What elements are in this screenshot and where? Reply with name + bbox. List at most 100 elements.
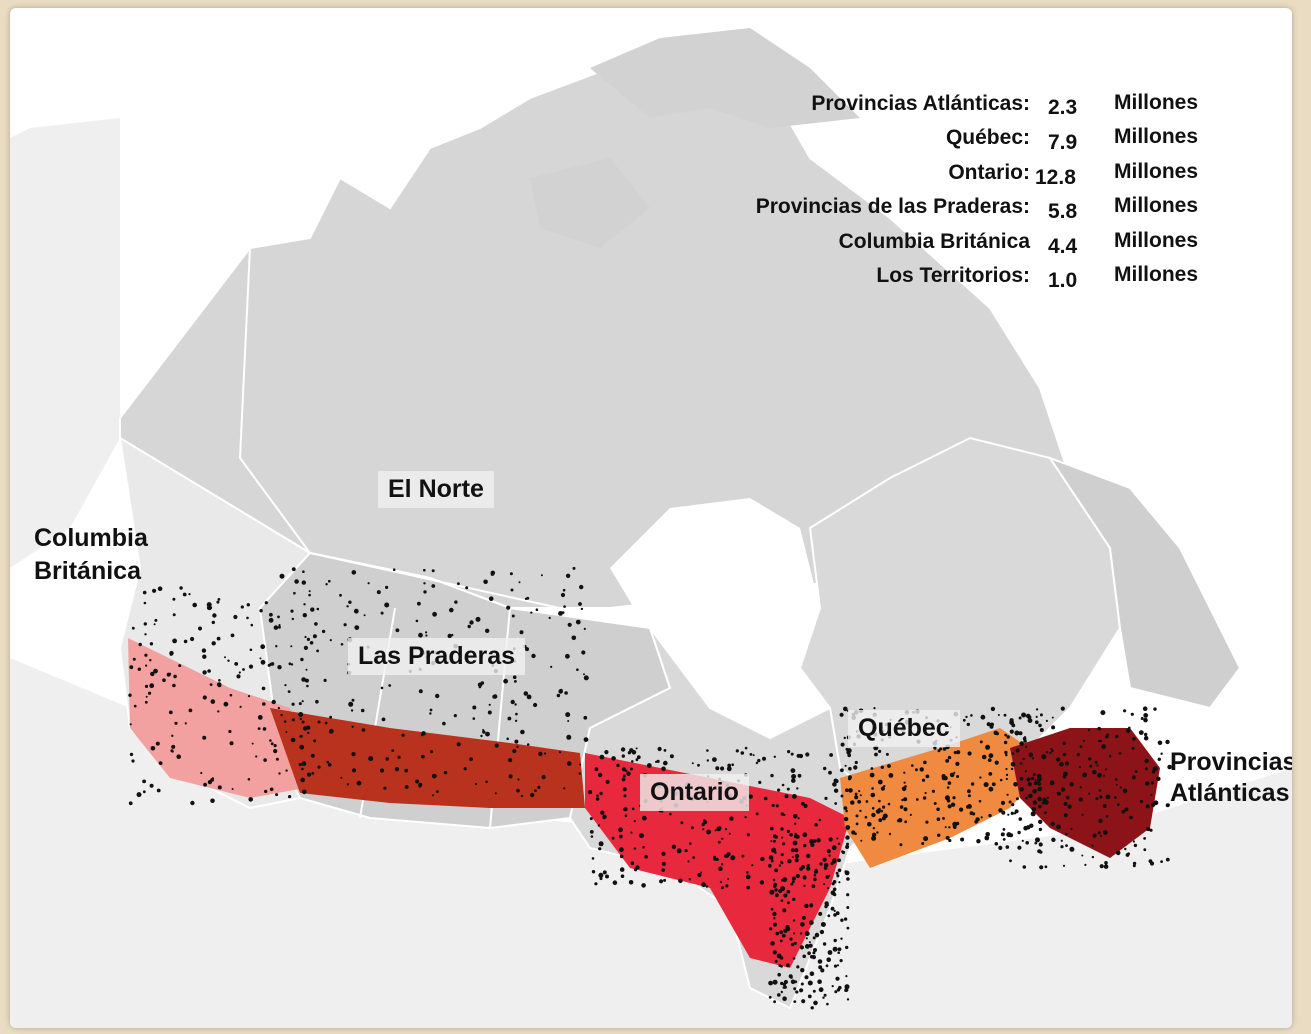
population-dot (835, 976, 840, 981)
population-dot (228, 729, 232, 734)
population-dot (216, 636, 221, 641)
population-dot (783, 928, 788, 933)
population-dot (233, 614, 238, 620)
population-dot (1132, 861, 1137, 866)
population-dot (882, 805, 886, 809)
population-dot (278, 624, 281, 627)
population-dot (188, 593, 191, 596)
population-dot (1084, 863, 1087, 867)
population-dot (835, 911, 840, 916)
population-dot (899, 843, 903, 847)
population-dot (1030, 811, 1036, 817)
population-dot (1060, 839, 1063, 842)
population-dot (248, 797, 253, 802)
population-dot (1051, 837, 1056, 842)
population-dot (310, 607, 315, 612)
population-dot (182, 592, 187, 597)
population-dot (888, 832, 892, 836)
population-dot (340, 776, 343, 779)
population-dot (1011, 752, 1015, 755)
population-dot (144, 633, 147, 636)
population-dot (876, 831, 879, 834)
population-dot (741, 854, 745, 858)
population-dot (150, 671, 155, 677)
population-dot (142, 790, 146, 794)
population-dot (301, 700, 304, 703)
population-dot (837, 842, 841, 845)
population-dot (482, 730, 486, 734)
legend-label: Columbia Británica (838, 230, 1030, 253)
population-dot (979, 740, 983, 744)
population-dot (591, 857, 595, 860)
population-dot (836, 964, 840, 967)
population-dot (217, 710, 220, 713)
population-dot (301, 580, 306, 585)
population-dot (1067, 804, 1072, 809)
population-dot (641, 883, 646, 888)
population-dot (1021, 839, 1024, 843)
population-dot (525, 647, 529, 652)
population-dot (818, 987, 824, 993)
population-dot (966, 722, 970, 727)
population-dot (579, 584, 584, 590)
population-dot (873, 707, 876, 710)
population-dot (1130, 712, 1134, 716)
atlantic-band (1010, 728, 1160, 858)
population-dot (794, 848, 799, 853)
population-dot (1045, 719, 1048, 723)
population-dot (303, 603, 306, 606)
population-dot (777, 993, 781, 997)
population-dot (834, 990, 838, 994)
population-dot (537, 785, 541, 790)
population-dot (1034, 779, 1037, 782)
population-dot (218, 679, 221, 682)
population-dot (991, 782, 996, 787)
population-dot (240, 605, 244, 609)
population-dot (1046, 796, 1050, 799)
population-dot (263, 758, 267, 762)
population-dot (383, 786, 387, 790)
population-dot (509, 572, 513, 576)
population-dot (1062, 752, 1067, 757)
region-label-atlanticas-2: Atlánticas (1170, 779, 1290, 807)
population-dot (790, 942, 795, 947)
population-dot (133, 704, 137, 708)
population-dot (956, 750, 961, 755)
population-dot (786, 889, 791, 894)
population-dot (824, 796, 828, 801)
population-dot (948, 826, 951, 829)
population-dot (724, 828, 728, 831)
population-dot (604, 750, 609, 755)
population-dot (572, 566, 576, 570)
population-dot (298, 702, 302, 706)
population-dot (602, 870, 607, 875)
population-dot (1157, 757, 1162, 761)
population-dot (494, 792, 497, 795)
population-dot (758, 780, 762, 785)
population-dot (840, 937, 843, 940)
legend-label: Provincias Atlánticas: (811, 92, 1030, 115)
population-dot (178, 664, 182, 668)
population-dot (1027, 782, 1032, 787)
population-dot (858, 790, 861, 793)
population-dot (783, 979, 789, 985)
population-dot (421, 731, 426, 736)
population-dot (268, 617, 274, 623)
population-dot (395, 628, 400, 633)
population-dot (840, 768, 844, 773)
population-dot (170, 749, 174, 753)
population-dot (796, 753, 801, 758)
population-dot (988, 772, 993, 776)
population-dot (1143, 735, 1149, 741)
population-dot (298, 712, 304, 717)
population-dot (700, 871, 703, 874)
population-dot (802, 832, 808, 838)
population-dot (833, 909, 836, 913)
population-dot (526, 596, 530, 600)
population-dot (454, 600, 458, 604)
population-dot (1019, 776, 1024, 781)
population-dot (1027, 718, 1033, 723)
population-dot (1095, 797, 1099, 801)
population-dot (702, 819, 708, 825)
population-dot (231, 788, 234, 790)
